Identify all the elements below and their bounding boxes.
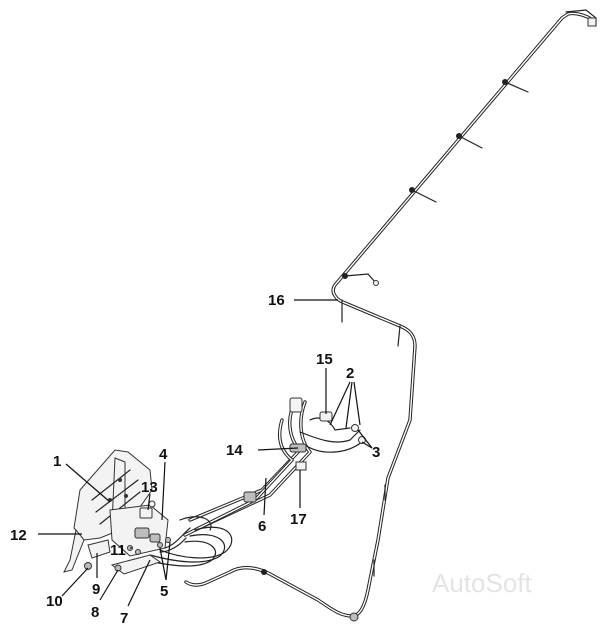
pipe-end-fitting: [587, 17, 597, 27]
leader-5a: [159, 547, 167, 581]
callout-16: 16: [268, 292, 285, 309]
bracket-leg: [63, 528, 85, 573]
leader-2c: [353, 381, 361, 426]
leader-4: [161, 461, 166, 521]
bolt-10: [84, 562, 92, 570]
sensor-13: [139, 507, 153, 519]
bundle-clamp-6: [243, 491, 257, 503]
callout-14: 14: [226, 442, 243, 459]
leader-2a: [329, 381, 351, 426]
callout-13: 13: [141, 479, 158, 496]
leader-8: [99, 569, 119, 601]
callout-6: 6: [258, 518, 266, 535]
callout-7: 7: [120, 610, 128, 627]
leader-3a: [357, 429, 373, 449]
callout-12: 12: [10, 527, 27, 544]
leader-6: [263, 477, 267, 516]
leader-1: [65, 463, 111, 503]
bracket-assembly: [63, 449, 191, 575]
bolt-17: [295, 461, 307, 471]
bracket-9: [87, 539, 111, 559]
callout-10: 10: [46, 593, 63, 610]
callout-1: 1: [53, 453, 61, 470]
callout-9: 9: [92, 581, 100, 598]
callout-11: 11: [110, 542, 126, 559]
plate-7: [110, 554, 162, 575]
leader-14: [257, 447, 299, 451]
leader-2b: [345, 381, 353, 429]
callout-8: 8: [91, 604, 99, 621]
leader-3b: [361, 441, 373, 449]
brake-pipe-long: [184, 9, 597, 622]
leader-10: [61, 567, 89, 597]
callout-labels: 1 2 3 4 5 6 7 8 9 10 11 12 13 14 15 16 1…: [10, 292, 380, 627]
callout-15: 15: [316, 351, 333, 368]
leader-5b: [165, 541, 171, 581]
pipe-clip-3: [409, 187, 437, 203]
pipe-clip-4: [342, 273, 379, 286]
callout-2: 2: [346, 365, 354, 382]
watermark-text: AutoSoft: [432, 568, 533, 598]
leader-13: [147, 493, 151, 511]
hose-bundle: [144, 397, 366, 567]
callout-3: 3: [372, 444, 380, 461]
callout-5: 5: [160, 583, 168, 600]
pipe-clip-2: [456, 133, 483, 149]
hose-end-fitting: [289, 397, 303, 413]
leader-lines: [38, 299, 373, 607]
pipe-clip-5: [341, 299, 401, 347]
leader-7: [127, 559, 151, 607]
callout-4: 4: [159, 446, 168, 463]
callout-17: 17: [290, 511, 307, 528]
pipe-clip-1: [502, 79, 529, 93]
